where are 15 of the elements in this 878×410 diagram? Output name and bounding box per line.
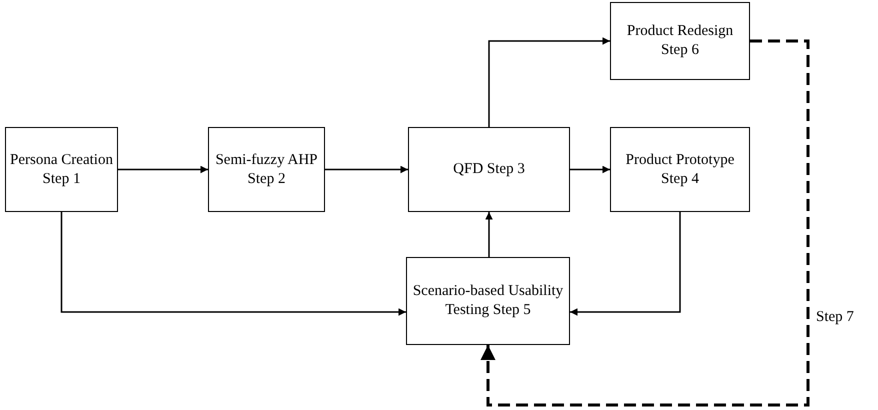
arrow bbox=[325, 166, 408, 174]
process-box: Semi-fuzzy AHP Step 2 bbox=[208, 127, 325, 212]
arrow bbox=[485, 212, 493, 257]
process-box: QFD Step 3 bbox=[408, 127, 570, 212]
process-box: Product Redesign Step 6 bbox=[610, 2, 750, 80]
process-box: Product Prototype Step 4 bbox=[610, 127, 750, 212]
arrow bbox=[488, 37, 610, 127]
edge-label: Step 7 bbox=[814, 308, 856, 327]
arrow bbox=[118, 166, 208, 174]
arrow bbox=[60, 212, 406, 316]
arrow bbox=[570, 212, 681, 316]
arrow bbox=[570, 166, 610, 174]
process-box: Scenario-based Usability Testing Step 5 bbox=[406, 257, 570, 345]
process-box: Persona Creation Step 1 bbox=[5, 127, 118, 212]
dashed-arrow bbox=[480, 40, 810, 406]
